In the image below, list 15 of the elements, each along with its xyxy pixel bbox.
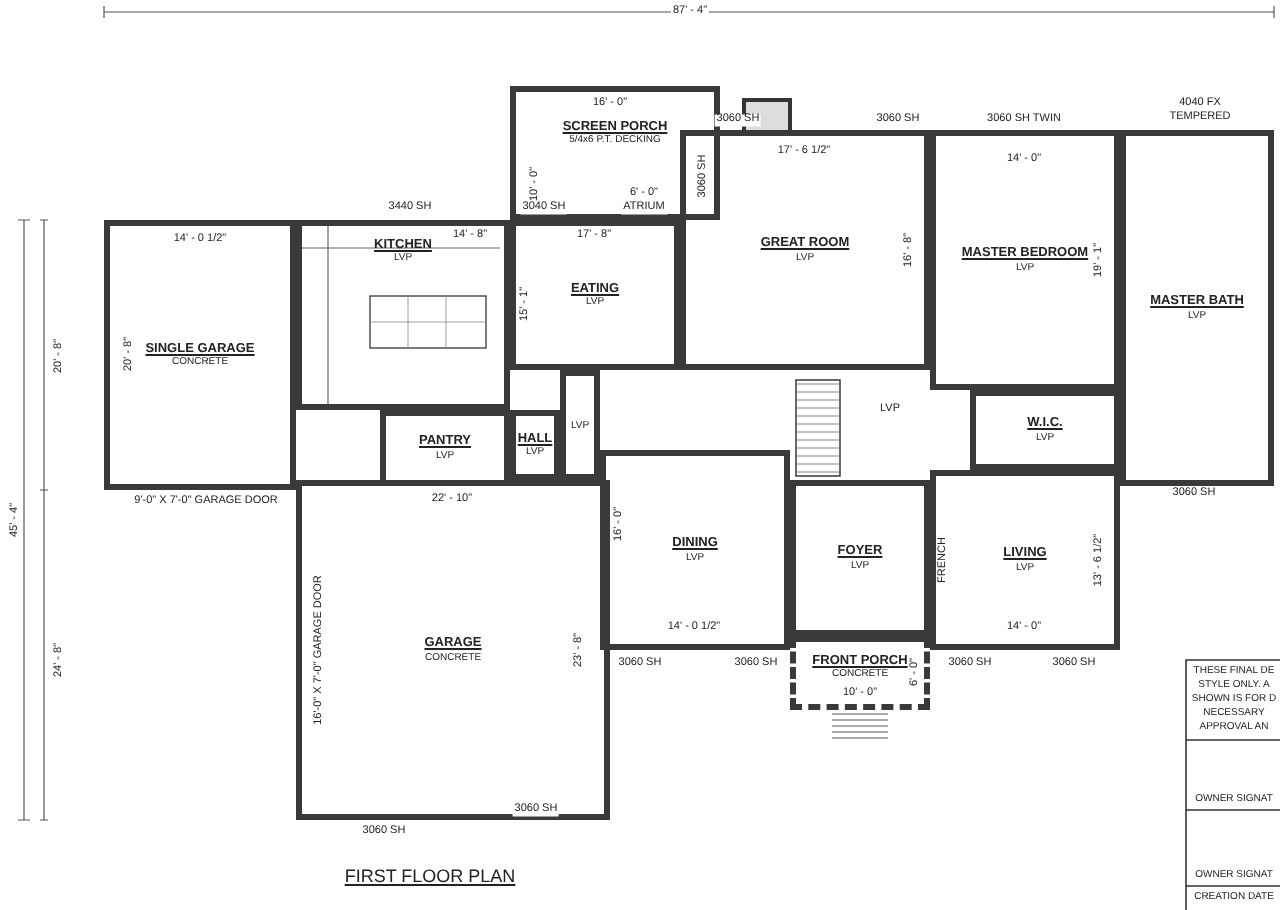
room	[930, 470, 1120, 650]
room	[104, 220, 296, 490]
room	[680, 130, 930, 370]
room	[1120, 130, 1274, 486]
room	[790, 480, 930, 636]
room	[380, 410, 510, 486]
room	[510, 220, 680, 370]
room	[510, 86, 720, 220]
plan-title: FIRST FLOOR PLAN	[344, 866, 516, 886]
room	[970, 390, 1120, 470]
room	[296, 480, 610, 820]
room	[560, 370, 600, 480]
room	[930, 130, 1120, 390]
room	[600, 450, 790, 650]
room	[510, 410, 560, 480]
